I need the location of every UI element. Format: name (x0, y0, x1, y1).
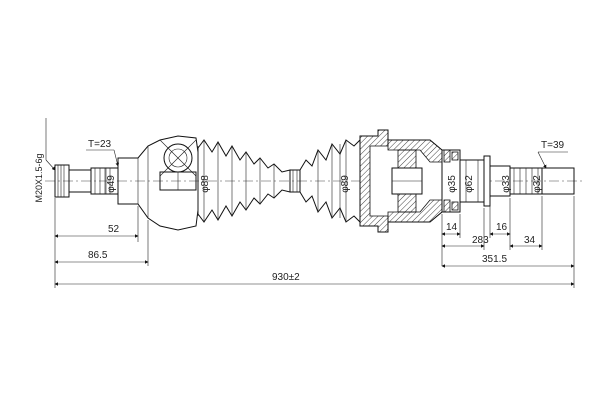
dim-351-5: 351.5 (441, 254, 575, 268)
extension-lines (54, 196, 575, 288)
dim-930: 930±2 (54, 272, 575, 286)
svg-text:φ32: φ32 (532, 175, 543, 193)
right-spline-teeth: T=39 (541, 140, 565, 151)
diameter-62: φ62 (464, 175, 475, 193)
right-spline-shaft (489, 165, 575, 197)
svg-text:351.5: 351.5 (482, 254, 507, 265)
thread-label: M20X1.5-6g (34, 153, 44, 202)
svg-text:φ88: φ88 (200, 175, 211, 193)
svg-text:φ49: φ49 (106, 175, 117, 193)
svg-text:283: 283 (472, 235, 489, 246)
svg-text:16: 16 (496, 222, 508, 233)
svg-text:φ62: φ62 (464, 175, 475, 193)
left-spline-leader-arrow (113, 149, 120, 167)
diameter-49: φ49 (105, 168, 117, 194)
svg-text:52: 52 (108, 224, 120, 235)
dim-14: 14 (441, 222, 461, 236)
svg-text:34: 34 (524, 235, 536, 246)
outer-cv-joint (117, 135, 199, 231)
thread-leader-arrow (45, 159, 56, 171)
diameter-89: φ89 (339, 144, 351, 218)
svg-text:φ33: φ33 (501, 175, 512, 193)
dim-52: 52 (54, 224, 139, 238)
svg-text:930±2: 930±2 (272, 272, 300, 283)
inner-joint-housing (359, 129, 443, 233)
diameter-32: φ32 (532, 175, 543, 193)
diameter-35: φ35 (447, 175, 458, 193)
dim-34: 34 (509, 196, 543, 250)
svg-text:φ89: φ89 (340, 175, 351, 193)
left-spline-teeth: T=23 (88, 139, 112, 150)
dim-16: 16 (489, 222, 511, 236)
diameter-33: φ33 (501, 175, 512, 193)
dim-86-5: 86.5 (54, 250, 149, 264)
dim-283: 283 (441, 235, 489, 248)
svg-text:86.5: 86.5 (88, 250, 108, 261)
right-spline-leader-arrow (537, 151, 547, 169)
svg-text:φ35: φ35 (447, 175, 458, 193)
inner-flange (441, 149, 491, 213)
left-threaded-stub (54, 164, 119, 198)
svg-text:14: 14 (446, 222, 458, 233)
diameter-88: φ88 (197, 146, 211, 216)
